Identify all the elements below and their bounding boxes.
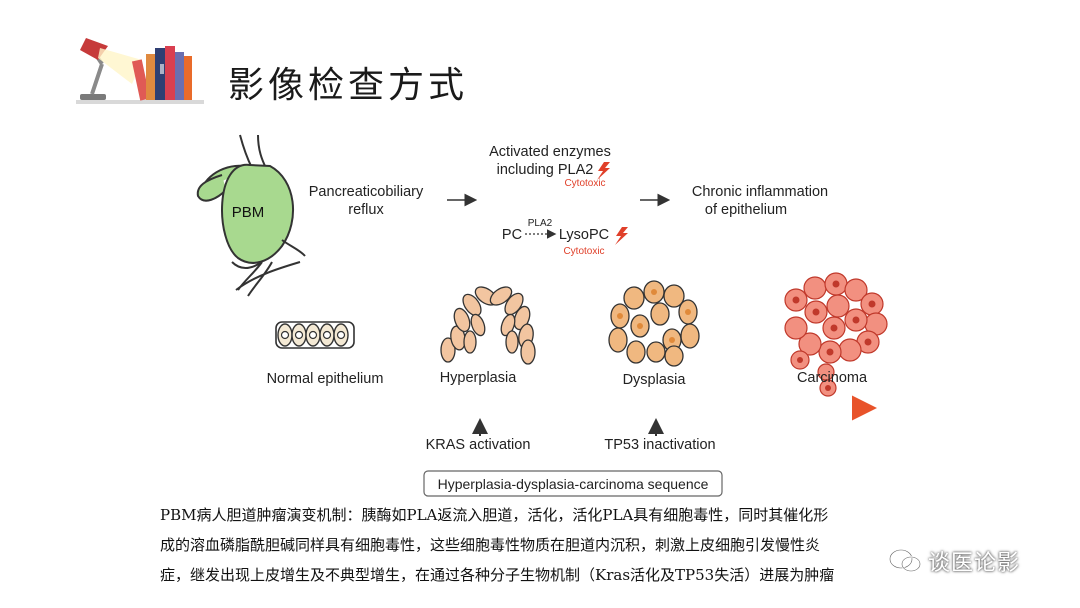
lysopc-label: LysoPC	[559, 227, 609, 243]
hyperplasia-cells	[440, 286, 536, 365]
sequence-label: Hyperplasia-dysplasia-carcinoma sequence	[438, 476, 709, 492]
normal-epithelium-cells	[275, 321, 355, 349]
tp53-label: TP53 inactivation	[604, 437, 715, 453]
enzymes-line-2: including PLA2	[497, 162, 594, 178]
reflux-line-2: reflux	[348, 202, 384, 218]
caption-line-3: 症，继发出现上皮增生及不典型增生，在通过各种分子生物机制（Kras活化及TP53…	[160, 566, 835, 584]
watermark-text: 谈医论影	[928, 551, 1021, 576]
inflammation-line-1: Chronic inflammation	[692, 184, 828, 200]
caption-text: PBM病人胆道肿瘤演变机制：胰酶如PLA返流入胆道，活化，活化PLA具有细胞毒性…	[160, 500, 960, 590]
dysplasia-cells	[608, 280, 700, 367]
pla2-label: PLA2	[528, 218, 553, 229]
stage-label-hyperplasia: Hyperplasia	[440, 370, 517, 386]
stage-label-normal: Normal epithelium	[267, 371, 384, 387]
stage-label-dysplasia: Dysplasia	[623, 372, 687, 388]
kras-label: KRAS activation	[426, 437, 531, 453]
enzymes-line-1: Activated enzymes	[489, 144, 611, 160]
page-title: 影像检查方式	[228, 65, 469, 106]
pbm-illustration	[196, 134, 306, 297]
lightning-icon	[597, 162, 610, 180]
caption-line-1: PBM病人胆道肿瘤演变机制：胰酶如PLA返流入胆道，活化，活化PLA具有细胞毒性…	[160, 506, 829, 524]
carcinoma-cells	[784, 272, 888, 397]
cytotoxic-label-2: Cytotoxic	[563, 246, 604, 257]
stage-label-carcinoma: Carcinoma	[797, 370, 868, 386]
wechat-icon	[889, 549, 921, 572]
pbm-label: PBM	[232, 204, 265, 221]
pc-label: PC	[502, 227, 522, 243]
inflammation-line-2: of epithelium	[705, 202, 787, 218]
cytotoxic-label-1: Cytotoxic	[564, 178, 605, 189]
pbm-mechanism-diagram: PBM Pancreaticobiliary reflux Activated …	[196, 134, 888, 497]
slide-header: 影像检查方式	[0, 0, 1080, 120]
reflux-line-1: Pancreaticobiliary	[309, 184, 424, 200]
desk-lamp-books-icon	[76, 38, 204, 104]
sequence-box	[423, 470, 723, 497]
lightning-icon-2	[615, 227, 628, 245]
caption-line-2: 成的溶血磷脂酰胆碱同样具有细胞毒性，这些细胞毒性物质在胆道内沉积，刺激上皮细胞引…	[160, 536, 821, 554]
